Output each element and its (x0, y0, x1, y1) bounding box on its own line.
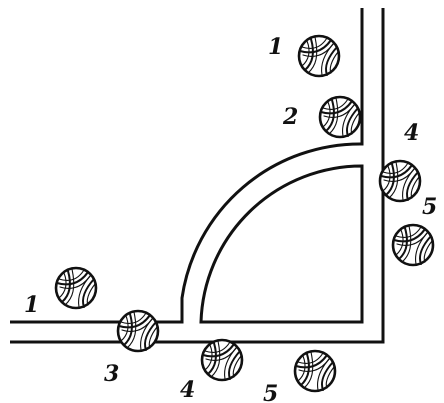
label-right-4: 4 (404, 120, 419, 146)
volleyball-icon (318, 95, 362, 139)
ball-upper-2: 2 (282, 95, 362, 139)
ball-corner-3: 3 (104, 309, 160, 387)
ball-bottom-4: 4 (180, 338, 244, 403)
label-left-1: 1 (24, 292, 39, 318)
volleyball-icon (378, 159, 422, 203)
volleyball-icon (391, 223, 435, 267)
court-inner-zone (199, 164, 364, 324)
volleyball-icon (200, 338, 244, 382)
volleyball-icon (297, 34, 341, 78)
ball-upper-1: 1 (268, 34, 341, 78)
label-right-5: 5 (422, 194, 437, 220)
label-upper-2: 2 (282, 104, 298, 130)
volleyball-icon (116, 309, 160, 353)
label-bottom-5: 5 (263, 381, 278, 403)
volleyball-icon (293, 349, 337, 393)
ball-left-1: 1 (24, 266, 98, 318)
label-corner-3: 3 (104, 361, 119, 387)
ball-right-4: 4 (378, 120, 422, 203)
court-outer-line (10, 8, 364, 324)
label-bottom-4: 4 (180, 377, 195, 403)
ball-right-5: 5 (391, 194, 437, 267)
volleyball-icon (54, 266, 98, 310)
ball-bottom-5: 5 (263, 349, 337, 403)
label-upper-1: 1 (268, 34, 283, 60)
